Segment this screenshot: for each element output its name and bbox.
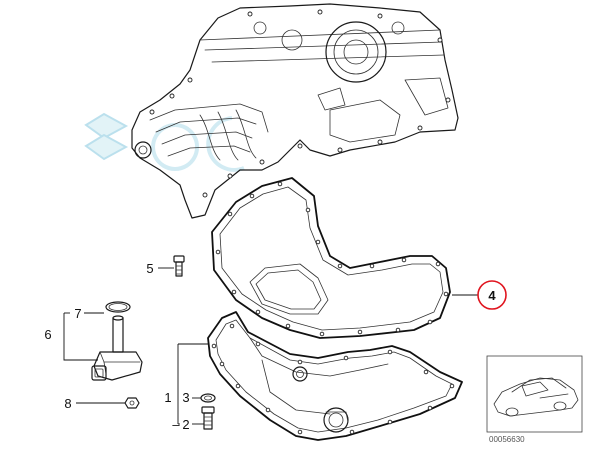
diagram-code: 00056630 — [489, 435, 525, 444]
callout-1: 1 — [164, 390, 171, 405]
pan-bolt-holes — [211, 323, 455, 435]
callouts: 4 5 7 6 8 1 3 2 – — [44, 261, 507, 432]
callout-4: 4 — [488, 288, 496, 303]
vehicle-thumbnail: 00056630 — [486, 355, 583, 444]
callout-7: 7 — [74, 306, 81, 321]
callout-1-dash: – — [172, 417, 180, 432]
leader-lines — [63, 267, 478, 425]
gasket-bolt-holes — [215, 181, 449, 337]
sealing-washer — [200, 393, 216, 403]
oil-pan — [207, 311, 463, 441]
sensor-nut — [124, 397, 140, 409]
engine-bolt-holes — [149, 9, 451, 198]
engine-block — [131, 3, 459, 219]
callout-3: 3 — [182, 390, 189, 405]
callout-2: 2 — [182, 417, 189, 432]
car-icon — [493, 377, 579, 417]
pan-bolt — [173, 255, 185, 277]
callout-6: 6 — [44, 327, 51, 342]
callout-8: 8 — [64, 396, 71, 411]
callout-5: 5 — [146, 261, 153, 276]
watermark-logo — [84, 112, 245, 172]
oil-pan-gasket — [211, 177, 451, 339]
drain-plug — [201, 406, 215, 430]
o-ring — [105, 301, 131, 313]
callout-4-circle — [477, 280, 507, 310]
oil-level-sensor — [91, 301, 143, 381]
